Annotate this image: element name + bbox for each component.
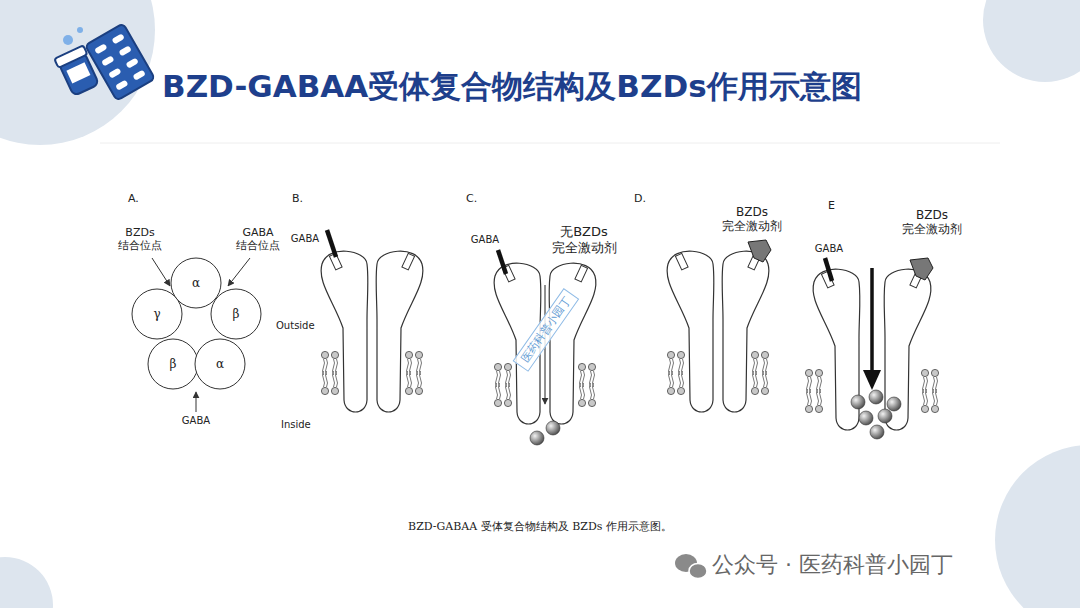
slide-title: BZD-GABAA受体复合物结构及BZDs作用示意图 [162,68,862,105]
panel-letter: C. [466,192,477,205]
bzd-ligand [910,258,933,280]
receptor-channel [321,251,423,412]
subunit-name: β [233,307,240,321]
site-label: GABA 结合位点 [231,226,285,252]
receptor-channel [667,240,771,412]
subunit-circle: β [210,288,262,340]
ligand-label: GABA [291,233,319,245]
gaba-ligand [327,230,336,257]
subunit-name: γ [153,307,160,321]
side-label: Outside [276,320,315,332]
subunit-circle: α [194,338,246,390]
subunit-name: α [192,276,200,290]
agonist-label: BZDs 完全激动剂 [714,205,790,234]
subunit-name: β [170,357,177,371]
wechat-icon [675,554,707,579]
panel-letter: E [828,199,835,212]
medicine-icon [54,23,155,100]
ligand-label: GABA [182,415,210,427]
ions [851,390,901,439]
agonist-label: 无BZDs 完全激动剂 [545,224,623,255]
ion-flow-arrow [863,268,881,390]
gaba-ligand [498,250,506,274]
side-label: Inside [281,419,311,431]
watermark: 公众号 · 医药科普小园丁 [712,552,953,578]
receptor-channel [494,263,596,424]
bzd-ligand [748,240,771,262]
ligand-label: GABA [471,234,499,246]
separator [100,143,1000,144]
figure-caption: BZD-GABAA 受体复合物结构及 BZDs 作用示意图。 [408,520,672,533]
subunit-name: α [216,357,224,371]
site-label: BZDs 结合位点 [113,226,167,252]
ligand-label: GABA [815,243,843,255]
panel-letter: D. [634,192,646,205]
ions [530,421,560,445]
receptor-channel [805,258,938,430]
gaba-ligand [825,258,832,281]
agonist-label: BZDs 完全激动剂 [894,208,970,237]
subunit-circle: γ [131,288,183,340]
panel-letter: B. [292,192,303,205]
subunit-circle: β [147,338,199,390]
panel-letter: A. [128,192,139,205]
